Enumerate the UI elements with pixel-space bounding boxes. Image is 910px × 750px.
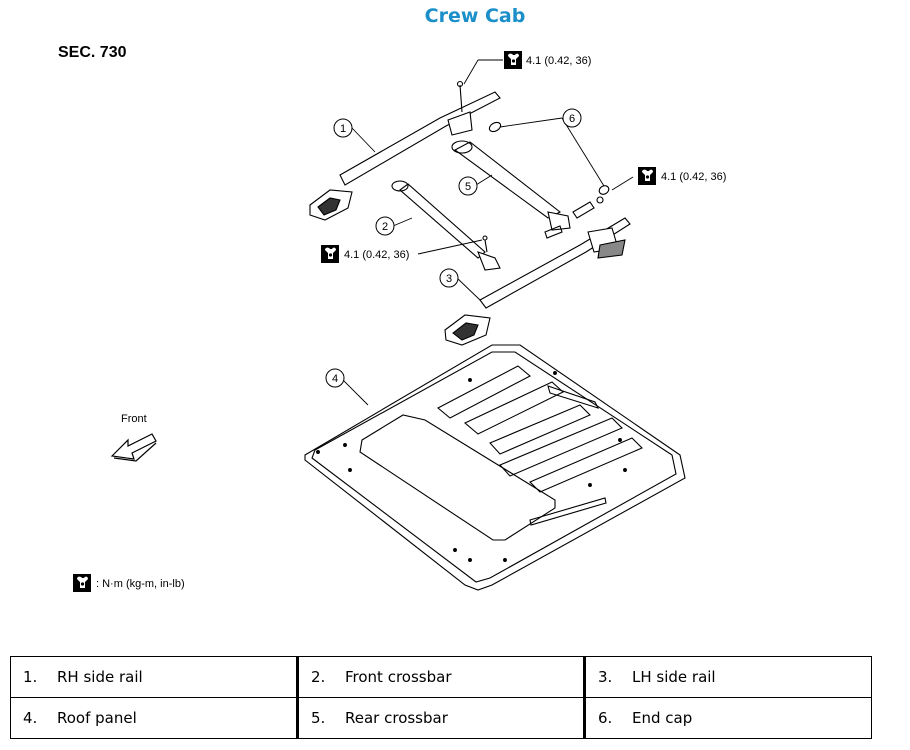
part-name: LH side rail <box>632 668 716 686</box>
part-name: Front crossbar <box>345 668 452 686</box>
front-crossbar <box>391 180 501 271</box>
legend-cell: 1. RH side rail <box>10 656 298 698</box>
part-name: Roof panel <box>57 709 137 727</box>
part-number: 5. <box>311 709 326 727</box>
callout-3: 3 <box>439 268 459 288</box>
svg-text:4.1 (0.42, 36): 4.1 (0.42, 36) <box>661 171 726 183</box>
table-row: 4. Roof panel 5. Rear crossbar 6. End cap <box>10 697 872 739</box>
roof-panel <box>304 344 686 591</box>
lh-side-rail <box>444 217 631 346</box>
part-number: 3. <box>598 668 613 686</box>
part-number: 6. <box>598 709 613 727</box>
torque-wrench-icon <box>321 245 339 263</box>
svg-text:3: 3 <box>446 273 452 285</box>
front-arrow-icon <box>110 433 157 462</box>
rear-crossbar <box>451 140 604 231</box>
svg-text:Front: Front <box>121 413 147 425</box>
part-number: 1. <box>23 668 38 686</box>
part-number: 4. <box>23 709 38 727</box>
callout-2: 2 <box>375 216 395 236</box>
svg-text:5: 5 <box>465 181 471 193</box>
end-caps <box>488 121 610 195</box>
part-name: RH side rail <box>57 668 143 686</box>
torque-wrench-icon <box>504 51 522 69</box>
callout-5: 5 <box>458 176 478 196</box>
svg-text:2: 2 <box>382 221 388 233</box>
torque-wrench-icon <box>638 167 656 185</box>
svg-text:: N·m (kg-m, in-lb): : N·m (kg-m, in-lb) <box>96 578 185 590</box>
parts-legend-table: 1. RH side rail 2. Front crossbar 3. LH sid… <box>10 656 872 739</box>
page-title: Crew Cab <box>424 5 526 27</box>
leader-lines <box>342 59 634 406</box>
svg-text:6: 6 <box>569 113 575 125</box>
table-row: 1. RH side rail 2. Front crossbar 3. LH sid… <box>10 656 872 698</box>
legend-cell: 4. Roof panel <box>10 697 298 739</box>
torque-spec-right: 4.1 (0.42, 36) <box>638 167 726 185</box>
legend-cell: 2. Front crossbar <box>296 656 586 698</box>
svg-text:4: 4 <box>332 373 338 385</box>
svg-text:1: 1 <box>340 123 346 135</box>
section-number: SEC. 730 <box>58 44 127 61</box>
torque-spec-left: 4.1 (0.42, 36) <box>321 245 409 263</box>
callout-6: 6 <box>562 108 582 128</box>
torque-spec-top: 4.1 (0.42, 36) <box>504 51 591 69</box>
torque-wrench-icon <box>73 574 91 592</box>
part-number: 2. <box>311 668 326 686</box>
roof-rack-exploded-diagram: 1 2 3 4 5 6 4.1 (0.42, 36) 4.1 (0.42, 36… <box>73 51 726 592</box>
part-name: End cap <box>632 709 693 727</box>
legend-cell: 6. End cap <box>584 697 872 739</box>
front-indicator: Front <box>110 413 157 462</box>
part-name: Rear crossbar <box>345 709 448 727</box>
callout-1: 1 <box>333 118 353 138</box>
unit-legend: : N·m (kg-m, in-lb) <box>73 574 185 592</box>
legend-cell: 3. LH side rail <box>584 656 872 698</box>
svg-text:4.1 (0.42, 36): 4.1 (0.42, 36) <box>344 249 409 261</box>
rh-side-rail <box>309 80 501 221</box>
legend-cell: 5. Rear crossbar <box>296 697 586 739</box>
svg-text:4.1 (0.42, 36): 4.1 (0.42, 36) <box>526 55 591 67</box>
callout-4: 4 <box>325 368 345 388</box>
